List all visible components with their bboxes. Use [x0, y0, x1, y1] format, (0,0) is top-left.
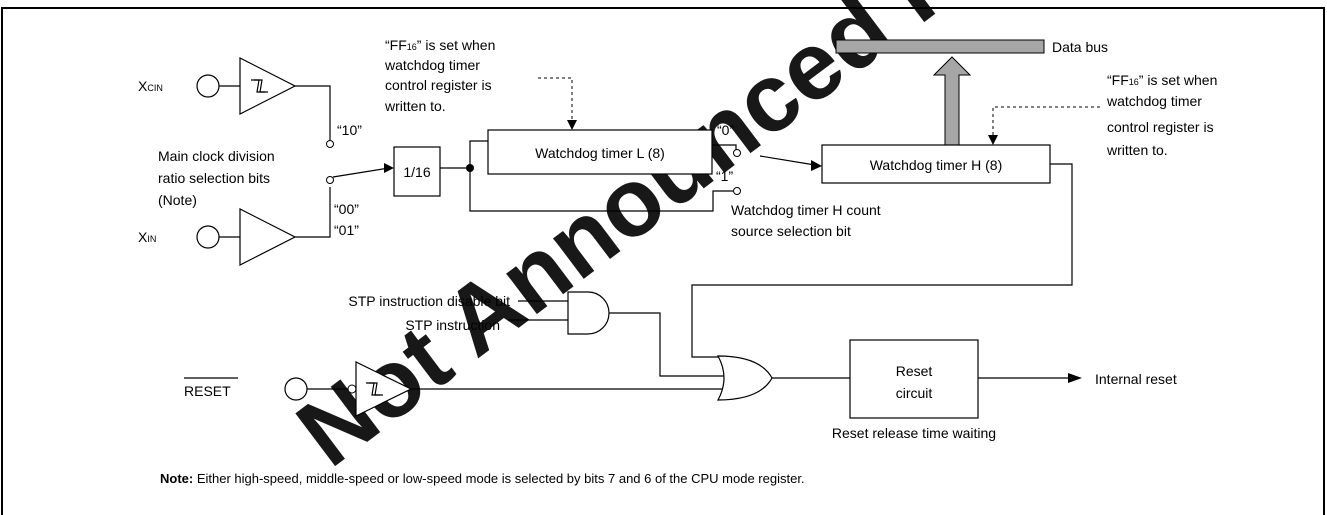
ff16-right-dashed-arrow [992, 106, 1100, 137]
data-bus-label: Data bus [1052, 39, 1108, 55]
ff16-left-arrowhead [567, 120, 577, 130]
watchdog-timer-l-box [487, 129, 713, 175]
and-gate [567, 291, 610, 335]
xcin-label: XCIN [138, 78, 163, 94]
wdt-l-output-wire [712, 144, 737, 150]
schmitt-symbol-icon [251, 79, 268, 93]
reset-wait-label: Reset release time waiting [832, 425, 996, 441]
internal-reset-arrowhead [1068, 373, 1082, 383]
sel-00-label: “00” [334, 201, 359, 217]
sel-0-label: “0” [717, 122, 734, 138]
main-clock-line-2: ratio selection bits [158, 170, 270, 186]
and-gate-output-wire [609, 312, 728, 377]
ff16-right-arrowhead [988, 135, 998, 145]
ff16-note-left-line-2: watchdog timer [384, 57, 480, 73]
sel-10-label: “10” [337, 122, 362, 138]
watchdog-timer-l-label: Watchdog timer L (8) [535, 145, 665, 161]
ff16-note-left-line-4: written to. [384, 98, 446, 114]
reset-schmitt-symbol-icon [366, 382, 383, 396]
wdt-h-switch-arm [759, 155, 816, 166]
sel-1-terminal [733, 187, 741, 195]
wdt-h-src-line-2: source selection bit [731, 223, 851, 239]
internal-reset-label: Internal reset [1095, 371, 1177, 387]
reset-circuit-line-1: Reset [896, 363, 933, 379]
main-clock-line-3: (Note) [158, 192, 197, 208]
selector-switch-arm [332, 167, 390, 178]
xin-pin [196, 225, 220, 249]
sel-10-terminal [326, 140, 334, 148]
main-clock-line-1: Main clock division [158, 148, 275, 164]
ff16-note-left-line-3: control register is [385, 77, 492, 93]
xcin-schmitt-buffer [239, 57, 297, 115]
reset-circuit-line-2: circuit [896, 385, 933, 401]
divider-label: 1/16 [403, 164, 430, 180]
ff16-note-right-line-1: “FF16” is set when [1107, 72, 1217, 88]
reset-schmitt-buffer [355, 361, 413, 417]
watermark: Not Announced Product [278, 0, 1221, 487]
ff16-left-dashed-arrow [538, 77, 573, 122]
note-text: Note: Either high-speed, middle-speed or… [160, 471, 805, 486]
reset-pin [284, 377, 308, 401]
selector-arrowhead [384, 163, 394, 173]
xin-label: XIN [138, 229, 156, 245]
sel-1-label: “1” [716, 168, 733, 184]
data-bus-arrow [932, 56, 972, 146]
xcin-out-wire [295, 85, 331, 140]
ff16-note-right-line-4: written to. [1106, 142, 1168, 158]
wdt-h-overflow-wire [691, 163, 1073, 358]
data-bus-bar [835, 39, 1045, 54]
xcin-pin [196, 74, 220, 98]
watermark-text: Not Announced Product [278, 0, 1221, 487]
watchdog-timer-h-label: Watchdog timer H (8) [870, 157, 1003, 173]
or-gate [716, 355, 773, 401]
bypass-wire [469, 168, 733, 212]
xin-buffer [239, 208, 297, 266]
reset-pin-label: RESET [184, 383, 231, 399]
wdt-l-input-wire [469, 140, 488, 168]
sel-01-label: “01” [334, 222, 359, 238]
divider-box [393, 146, 441, 197]
sel-0-terminal [733, 149, 741, 157]
wdt-h-switch-arrowhead [811, 160, 822, 171]
stp-disable-label: STP instruction disable bit [348, 293, 510, 309]
xin-out-wire [295, 187, 331, 238]
reset-inverter-bubble [347, 384, 357, 394]
wdt-h-src-line-1: Watchdog timer H count [731, 202, 881, 218]
stp-instruction-label: STP instruction [405, 317, 500, 333]
ff16-note-right-line-3: control register is [1107, 119, 1214, 135]
selector-common-terminal [326, 176, 334, 184]
reset-circuit-box [849, 339, 979, 419]
diagram-frame [1, 7, 1325, 515]
ff16-note-left-line-1: “FF16” is set when [385, 37, 495, 53]
ff16-note-right-line-2: watchdog timer [1106, 93, 1202, 109]
